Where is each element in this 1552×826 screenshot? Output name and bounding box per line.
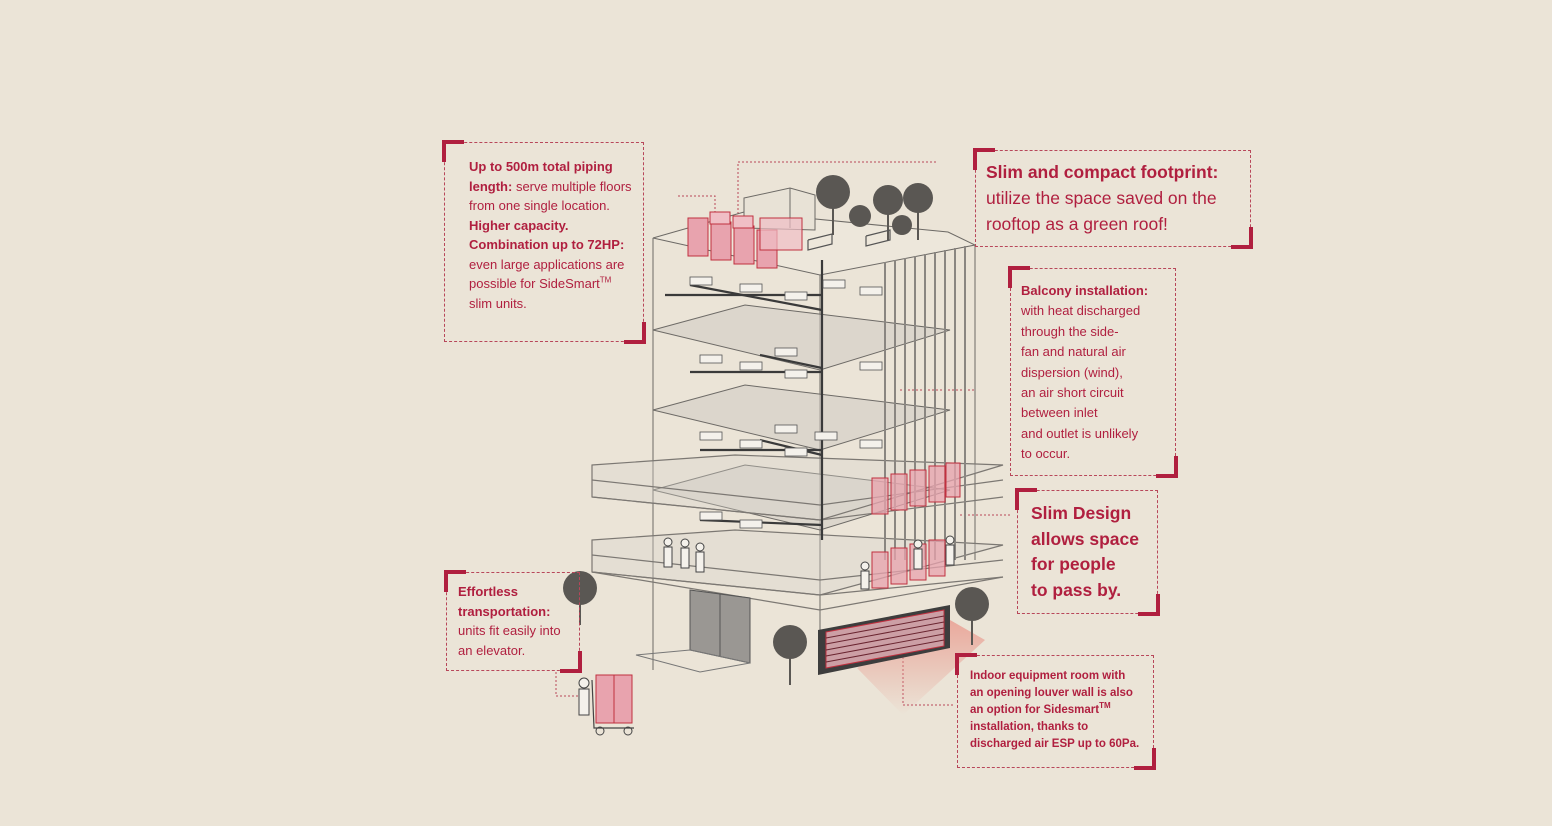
corner-bracket xyxy=(560,651,582,673)
slim-line: for people xyxy=(1031,554,1116,574)
corner-bracket xyxy=(955,653,977,675)
riser-pipes xyxy=(884,246,966,560)
benches xyxy=(807,229,891,251)
balcony-line: dispersion (wind), xyxy=(1021,364,1123,380)
callout-balcony: Balcony installation: with heat discharg… xyxy=(1008,266,1178,478)
corner-bracket xyxy=(1138,594,1160,616)
balcony-line: and outlet is unlikely xyxy=(1021,425,1139,441)
rooftop-outdoor-units xyxy=(687,211,803,269)
callout-slim-design: Slim Design allows space for people to p… xyxy=(1015,488,1160,616)
corner-bracket xyxy=(1134,748,1156,770)
corner-bracket xyxy=(1015,488,1037,510)
piping-body: serve multiple floors from one single lo… xyxy=(469,178,632,214)
indoor-line: an opening louver wall is also xyxy=(970,687,1133,699)
corner-bracket xyxy=(1156,456,1178,478)
callout-piping: Up to 500m total piping length: serve mu… xyxy=(442,140,646,344)
balcony-outdoor-units xyxy=(871,462,961,589)
corner-bracket xyxy=(624,322,646,344)
capacity-body: even large applications are possible for… xyxy=(469,256,625,292)
balcony-title: Balcony installation: xyxy=(1021,283,1149,298)
louver-wall xyxy=(818,605,985,715)
corner-bracket xyxy=(973,148,995,170)
indoor-line: discharged air ESP up to 60Pa. xyxy=(970,738,1140,750)
corner-bracket xyxy=(442,140,464,162)
balcony-line: fan and natural air xyxy=(1021,344,1126,360)
piping-text: Up to 500m total piping length: serve mu… xyxy=(469,157,633,313)
indoor-units xyxy=(689,276,883,529)
slim-line: to pass by. xyxy=(1031,579,1122,600)
transport-text: Effortless transportation: units fit eas… xyxy=(458,582,573,660)
slim-line: allows space xyxy=(1031,528,1139,549)
corner-bracket xyxy=(1231,227,1253,249)
slim-line: Slim Design xyxy=(1031,503,1132,523)
footprint-body: utilize the space saved on the rooftop a… xyxy=(986,188,1217,234)
balcony-line: to occur. xyxy=(1021,446,1071,462)
indoor-line: installation, thanks to xyxy=(970,721,1089,733)
tm-mark: TM xyxy=(599,275,612,285)
capacity-title: Higher capacity. Combination up to 72HP: xyxy=(469,217,625,253)
callout-indoor-room: Indoor equipment room with an opening lo… xyxy=(955,653,1156,770)
capacity-body-end: slim units. xyxy=(469,295,527,311)
transport-body: units fit easily into an elevator. xyxy=(458,623,561,658)
piping-title: Up to 500m total piping length: xyxy=(469,159,613,194)
transport-title: Effortless transportation: xyxy=(458,584,551,619)
balcony-line: with heat discharged xyxy=(1021,303,1141,319)
people xyxy=(578,535,955,716)
tm-mark: TM xyxy=(1099,701,1111,711)
indoor-line: an option for Sidesmart xyxy=(970,704,1100,716)
slim-text: Slim Design allows space for people to p… xyxy=(1031,501,1149,603)
corner-bracket xyxy=(444,570,466,592)
corner-bracket xyxy=(1008,266,1030,288)
hand-truck-unit xyxy=(591,674,634,736)
balcony-line: an air short circuit xyxy=(1021,385,1124,401)
footprint-title: Slim and compact footprint: xyxy=(986,162,1219,182)
footprint-text: Slim and compact footprint: utilize the … xyxy=(986,159,1240,237)
balcony-line: between inlet xyxy=(1021,405,1098,421)
callout-footprint: Slim and compact footprint: utilize the … xyxy=(973,148,1253,249)
indoor-text: Indoor equipment room with an opening lo… xyxy=(970,668,1147,753)
balcony-line: through the side- xyxy=(1021,323,1119,339)
balcony-text: Balcony installation: with heat discharg… xyxy=(1021,281,1167,465)
callout-transportation: Effortless transportation: units fit eas… xyxy=(444,570,582,673)
trees xyxy=(563,175,989,685)
elevator xyxy=(635,589,751,673)
indoor-line: Indoor equipment room with xyxy=(970,670,1126,682)
